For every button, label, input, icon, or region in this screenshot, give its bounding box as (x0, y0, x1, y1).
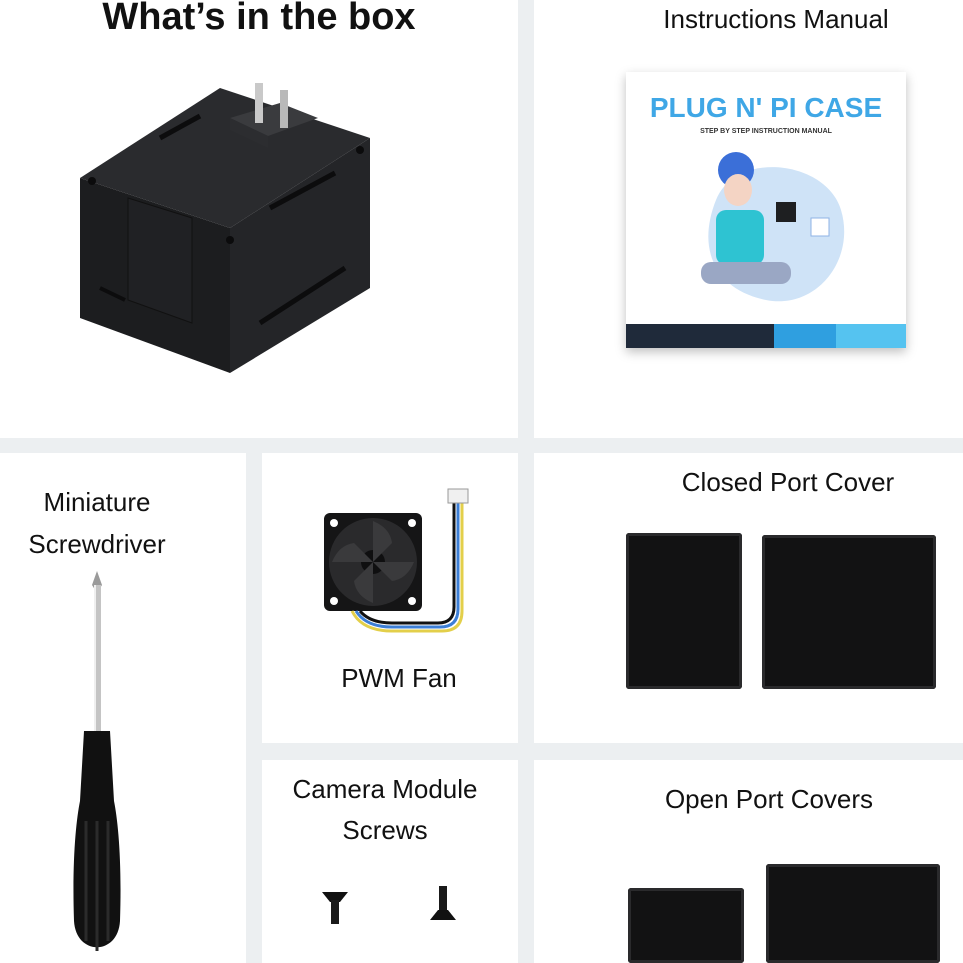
screwdriver-panel: Miniature Screwdriver (0, 453, 246, 963)
manual-cover-icon: PLUG N' PI CASE STEP BY STEP INSTRUCTION… (626, 72, 906, 348)
fan-icon (322, 483, 482, 643)
fan-panel: PWM Fan (262, 453, 518, 743)
open-covers-panel: Open Port Covers (534, 760, 963, 963)
case-panel: What’s in the box (0, 0, 518, 438)
screwdriver-label-line2: Screwdriver (28, 529, 166, 559)
pi-case-icon (70, 78, 380, 378)
port-cover-icon (762, 535, 936, 689)
screw-icon (428, 886, 458, 926)
manual-label: Instructions Manual (663, 4, 889, 34)
port-cover-icon (628, 888, 744, 963)
screwdriver-label-line1: Miniature (43, 487, 151, 517)
camera-screws-label-line2: Screws (342, 815, 428, 845)
screwdriver-icon (62, 571, 132, 963)
manual-panel: Instructions Manual PLUG N' PI CASE STEP… (534, 0, 963, 438)
closed-covers-label: Closed Port Cover (681, 467, 895, 497)
closed-covers-panel: Closed Port Cover (534, 453, 963, 743)
page-title: What’s in the box (102, 0, 416, 38)
manual-cover-subtitle: STEP BY STEP INSTRUCTION MANUAL (700, 128, 832, 135)
camera-screws-label-line1: Camera Module (292, 774, 478, 804)
manual-cover-title: PLUG N' PI CASE (649, 92, 883, 123)
fan-label: PWM Fan (341, 663, 457, 693)
port-cover-icon (766, 864, 940, 963)
port-cover-icon (626, 533, 742, 689)
open-covers-label: Open Port Covers (664, 784, 874, 814)
screw-icon (320, 886, 350, 926)
camera-screws-panel: Camera Module Screws (262, 760, 518, 963)
